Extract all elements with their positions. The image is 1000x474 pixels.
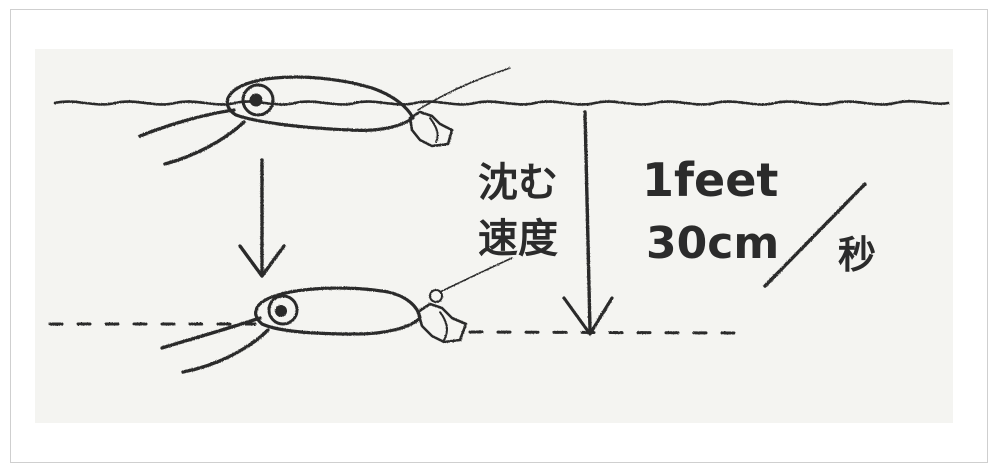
per-second-label: 秒	[838, 233, 876, 277]
rate-cm-label: 30cm	[646, 218, 779, 269]
sinking-arrow-left	[238, 158, 286, 278]
lure-at-surface	[138, 67, 511, 166]
depth-arrow-right	[562, 110, 614, 336]
sinking-label-line2: 速度	[478, 216, 558, 262]
rate-feet-label: 1feet	[642, 153, 778, 207]
sinking-label-line1: 沈む	[478, 160, 558, 206]
water-surface-line	[53, 100, 950, 106]
sketch-paper	[35, 49, 953, 423]
lure-at-depth	[160, 257, 513, 374]
per-slash	[763, 182, 867, 288]
dashed-depth-line-right	[468, 330, 737, 335]
